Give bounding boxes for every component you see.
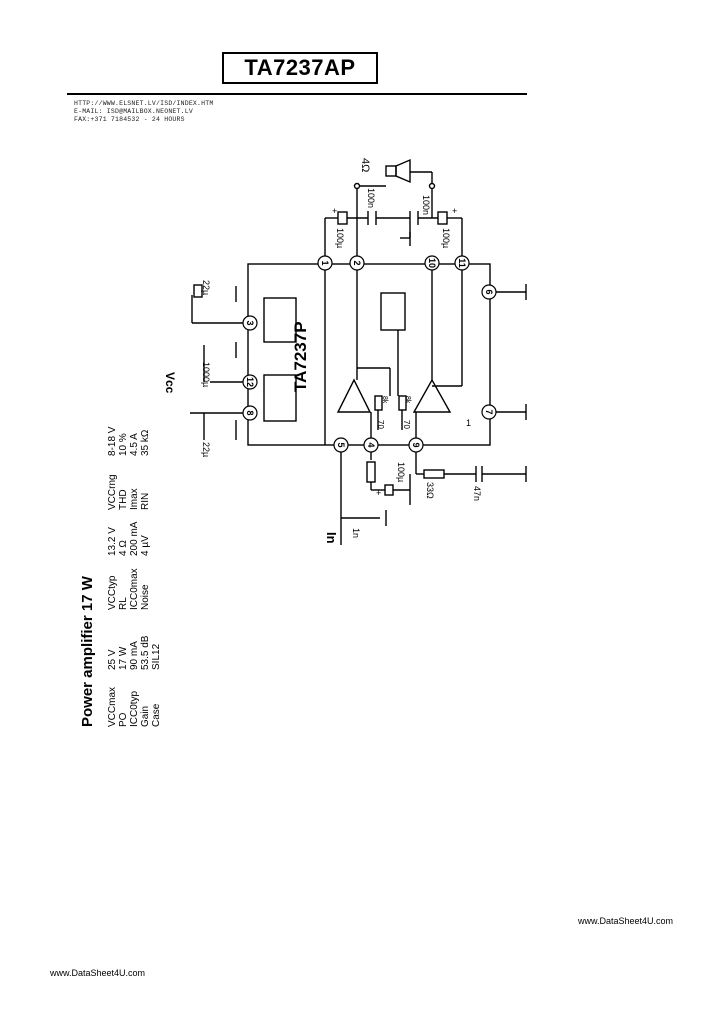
- pin-9: [408, 437, 424, 453]
- spec-po-value: 17 W: [118, 646, 129, 670]
- speaker-body: [385, 165, 397, 177]
- part-number-box: TA7237AP: [222, 52, 378, 84]
- spec-rl-value: 4 Ω: [118, 540, 129, 556]
- one-mark: 1: [466, 418, 471, 428]
- part-number: TA7237AP: [244, 55, 356, 80]
- spec-vccmax-value: 25 V: [107, 649, 118, 670]
- resistor-right-label: 8k: [404, 396, 411, 404]
- pin-label-3: 3: [245, 320, 255, 325]
- cap-pin9-label: 47n: [472, 486, 482, 501]
- cap-out-left-label: 100µ: [335, 228, 345, 248]
- resistor-left-label: 8k: [381, 396, 388, 404]
- pin-label-6: 6: [484, 289, 494, 294]
- pin-7: [481, 404, 497, 420]
- plus-mark-left: +: [332, 206, 337, 216]
- pin-1: [317, 255, 333, 271]
- resistor-left-internal: [374, 395, 383, 411]
- cap-pin4-label: 100µ: [396, 462, 406, 482]
- contact-info: HTTP://WWW.ELSNET.LV/ISD/INDEX.HTM E-MAI…: [74, 100, 213, 124]
- contact-line-fax: FAX:+371 7184532 - 24 HOURS: [74, 116, 185, 123]
- opamp-right: [412, 378, 452, 413]
- plus-mark-right: +: [452, 206, 457, 216]
- input-label: In: [324, 532, 339, 544]
- pin-label-10: 10: [427, 258, 437, 268]
- spec-noise-value: 4 µV: [140, 535, 151, 556]
- pin-label-11: 11: [457, 258, 467, 268]
- pin-label-9: 9: [411, 442, 421, 447]
- spec-rin-value: 35 kΩ: [140, 429, 151, 456]
- pin-6: [481, 284, 497, 300]
- spec-icc0max-label: ICC0max: [129, 568, 140, 610]
- pin-4: [363, 437, 379, 453]
- header-rule: [67, 93, 527, 95]
- spec-rl-label: RL: [118, 597, 129, 610]
- specs-block: Power amplifier 17 W VCCmax 25 V PO 17 W…: [79, 426, 162, 727]
- pin-2: [349, 255, 365, 271]
- contact-line-email: E-MAIL: ISD@MAILBOX.NEONET.LV: [74, 108, 193, 115]
- footer-link-right[interactable]: www.DataSheet4U.com: [578, 916, 674, 926]
- cap-out-right-n-label: 100n: [421, 195, 431, 215]
- spec-po-label: PO: [118, 712, 129, 727]
- cap-out-left: [337, 211, 348, 225]
- spec-imax-value: 4.5 A: [129, 433, 140, 456]
- chip-label: TA7237P: [291, 321, 310, 392]
- spec-thd-value: 10 %: [118, 433, 129, 456]
- spec-gain-label: Gain: [140, 706, 151, 727]
- pin-3: [242, 315, 258, 331]
- spec-vcctyp-label: VCCtyp: [107, 575, 118, 610]
- internal-block-center: [380, 292, 406, 331]
- pin-label-4: 4: [366, 442, 376, 447]
- footer-link-left[interactable]: www.DataSheet4U.com: [50, 968, 146, 978]
- spec-vccrng-label: VCCrng: [107, 474, 118, 510]
- pin-label-5: 5: [336, 442, 346, 447]
- spec-vcctyp-value: 13.2 V: [107, 527, 118, 556]
- cap-in-label: 1n: [351, 528, 361, 538]
- resistor-pin9-label: 33Ω: [425, 482, 435, 499]
- pin-label-7: 7: [484, 409, 494, 414]
- pin-label-2: 2: [352, 260, 362, 265]
- resistor-pin4: [366, 461, 376, 483]
- spec-noise-label: Noise: [140, 584, 151, 610]
- resistor-right-70-label: 70: [402, 420, 411, 429]
- opamp-left: [336, 378, 372, 413]
- spec-vccrng-value: 8-18 V: [107, 426, 118, 456]
- cap-pin12-label: 1000µ: [201, 362, 211, 387]
- cap-out-right: [437, 211, 448, 225]
- cap-pin3-label: 22µ: [201, 280, 211, 295]
- resistor-left-70-label: 70: [376, 420, 385, 429]
- speaker-label: 4Ω: [359, 158, 371, 172]
- spec-thd-label: THD: [118, 489, 129, 510]
- cap-pin8-label: 22µ: [201, 442, 211, 457]
- spec-case-label: Case: [151, 703, 162, 727]
- plus-mark-pin4: +: [376, 488, 381, 498]
- cap-out-right-u-label: 100µ: [441, 228, 451, 248]
- vcc-label: Vcc: [163, 372, 177, 394]
- resistor-pin9: [423, 469, 445, 479]
- spec-icc0typ-label: ICC0typ: [129, 690, 140, 727]
- spec-imax-label: Imax: [129, 488, 140, 510]
- spec-icc0max-value: 200 mA: [129, 521, 140, 556]
- pin-label-1: 1: [320, 260, 330, 265]
- spec-rin-label: RIN: [140, 493, 151, 510]
- contact-line-web: HTTP://WWW.ELSNET.LV/ISD/INDEX.HTM: [74, 100, 214, 107]
- pin-11: [454, 255, 470, 271]
- speaker-cone: [395, 158, 411, 184]
- pin-12: [242, 374, 258, 390]
- chip-outline: [247, 263, 491, 446]
- spec-case-value: SIL12: [151, 643, 162, 670]
- spec-vccmax-label: VCCmax: [107, 687, 118, 727]
- pin-8: [242, 405, 258, 421]
- specs-heading: Power amplifier 17 W: [79, 575, 96, 727]
- spec-icc0typ-value: 90 mA: [129, 641, 140, 670]
- pin-label-8: 8: [245, 410, 255, 415]
- pin-10: [424, 255, 440, 271]
- internal-block-bottom: [263, 374, 297, 422]
- pin-5: [333, 437, 349, 453]
- cap-pin4: [384, 484, 394, 496]
- spec-gain-value: 53.5 dB: [140, 635, 151, 670]
- internal-block-top: [263, 297, 297, 343]
- pin-label-12: 12: [245, 377, 255, 387]
- cap-out-mid-label: 100n: [366, 188, 376, 208]
